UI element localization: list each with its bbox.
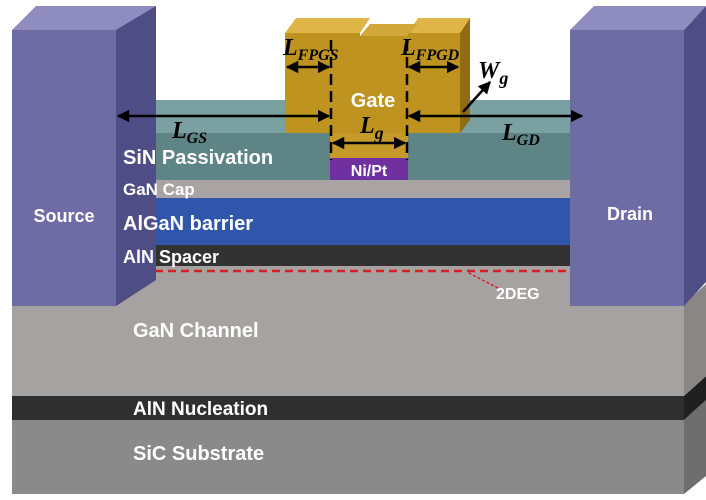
drain-contact bbox=[570, 6, 706, 306]
gan-cap-label: GaN Cap bbox=[123, 180, 195, 199]
2deg-label: 2DEG bbox=[496, 286, 540, 303]
aln-nucleation-layer bbox=[12, 376, 706, 420]
aln-spacer-layer bbox=[116, 245, 584, 266]
lfpgd-label: LFPGD bbox=[400, 35, 460, 64]
drain-label: Drain bbox=[607, 204, 653, 224]
lgs-label: LGS bbox=[171, 118, 207, 147]
aln-nucleation-label: AlN Nucleation bbox=[133, 399, 268, 420]
sic-substrate-label: SiC Substrate bbox=[133, 443, 264, 465]
2deg-pointer bbox=[466, 271, 499, 289]
source-label: Source bbox=[33, 206, 94, 226]
wg-label: Wg bbox=[478, 58, 508, 88]
wg-arrow bbox=[462, 81, 491, 113]
ni-pt-label: Ni/Pt bbox=[351, 163, 388, 180]
lg-label: Lg bbox=[359, 113, 384, 143]
source-contact bbox=[12, 6, 156, 306]
lgd-label: LGD bbox=[501, 120, 540, 149]
lfpgs-label: LFPGS bbox=[282, 35, 339, 64]
gan-channel-layer bbox=[12, 266, 706, 396]
ni-pt-gate-metal bbox=[330, 158, 408, 180]
aln-spacer-label: AlN Spacer bbox=[123, 247, 219, 267]
algan-barrier-layer bbox=[116, 198, 584, 245]
algan-barrier-label: AlGaN barrier bbox=[123, 213, 253, 235]
gan-channel-label: GaN Channel bbox=[133, 320, 259, 342]
sic-substrate-layer bbox=[12, 400, 706, 494]
gate-label: Gate bbox=[351, 90, 395, 112]
gan-cap-layer bbox=[116, 180, 584, 198]
sin-passivation-label: SiN Passivation bbox=[123, 147, 273, 169]
